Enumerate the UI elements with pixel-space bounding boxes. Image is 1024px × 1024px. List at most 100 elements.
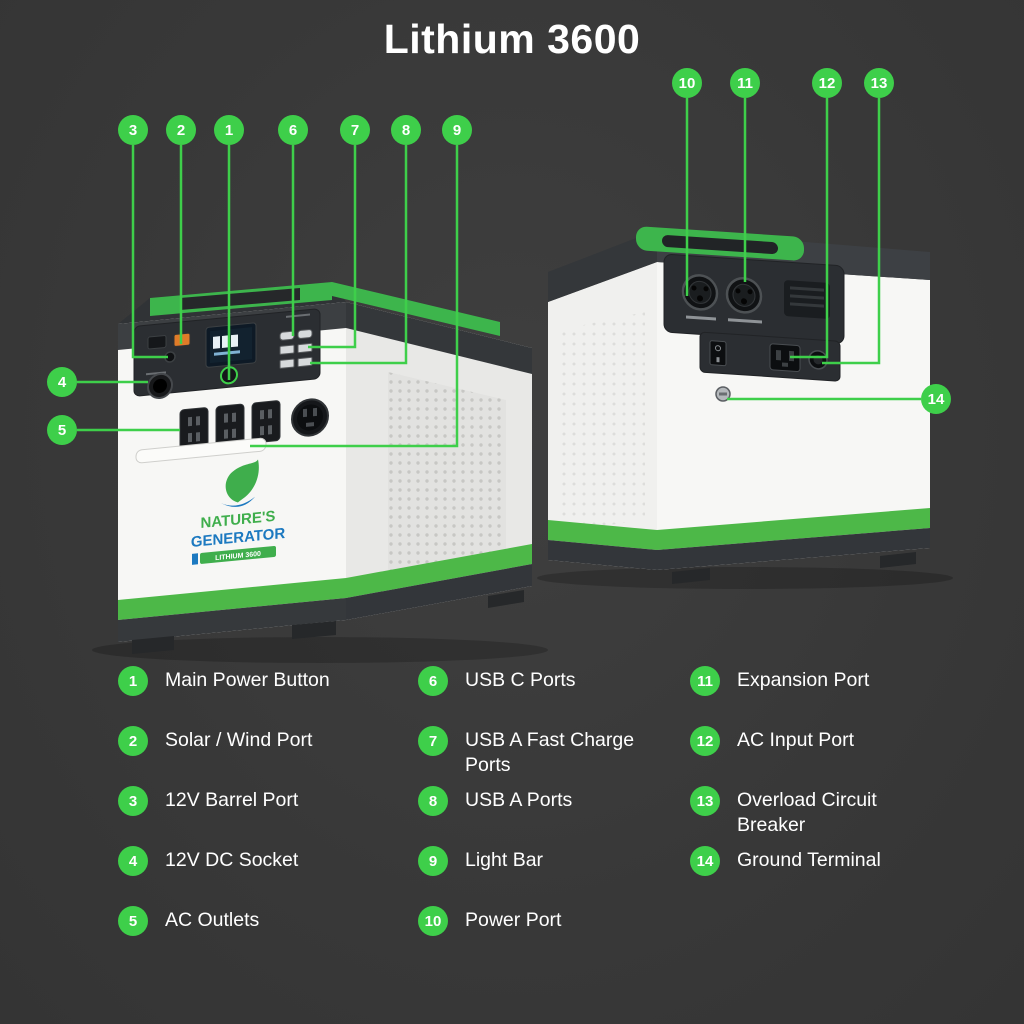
back-unit-base-green-rear [657,508,930,550]
ac-input-panel [699,331,841,382]
usb-ports [279,313,313,369]
usb-a-port [297,356,313,368]
model-badge-text: LITHIUM 3600 [215,551,261,562]
back-unit-lid-side [548,230,657,302]
legend-item: 2 Solar / Wind Port [118,726,418,786]
leaf-icon [225,459,259,503]
legend-item: 12 AC Input Port [690,726,990,786]
front-unit-shadow [92,637,548,663]
leader-line-3 [131,145,168,359]
legend-number-badge: 10 [418,906,448,936]
legend-item: 3 12V Barrel Port [118,786,418,846]
front-unit-foot [292,621,336,639]
legend-label: USB A Fast Charge Ports [465,729,635,776]
legend-number-badge: 11 [690,666,720,696]
legend: 1 Main Power Button 2 Solar / Wind Port … [118,666,990,966]
back-unit-handle [636,226,804,261]
legend-label: Solar / Wind Port [165,729,313,751]
legend-number-badge: 1 [118,666,148,696]
legend-item: 1 Main Power Button [118,666,418,726]
legend-item: 4 12V DC Socket [118,846,418,906]
callout-14: 14 [921,384,951,414]
ac-outlet-round [291,398,329,437]
callout-7: 7 [340,115,370,145]
page-title: Lithium 3600 [383,16,641,62]
leader-line-8 [310,145,408,365]
front-unit: NATURE'S GENERATOR LITHIUM 3600 [118,282,532,654]
expansion-port [725,277,763,314]
legend-number-badge: 6 [418,666,448,696]
legend-column-1: 1 Main Power Button 2 Solar / Wind Port … [118,666,418,966]
callout-12: 12 [812,68,842,98]
callout-10: 10 [672,68,702,98]
back-unit-handle-grip [662,235,778,255]
legend-label: Main Power Button [165,669,330,691]
usb-c-port [297,329,313,339]
legend-number-badge: 13 [690,786,720,816]
front-unit-base-dark [118,598,346,642]
callout-11: 11 [730,68,760,98]
legend-number-badge: 4 [118,846,148,876]
legend-label: 12V DC Socket [165,849,299,871]
legend-number-badge: 9 [418,846,448,876]
ground-terminal [715,386,731,402]
legend-label: USB C Ports [465,669,576,691]
front-unit-base-dark-side [346,564,532,620]
back-unit-base-dark-rear [657,528,930,570]
legend-item: 13 Overload Circuit Breaker [690,786,990,846]
callout-4: 4 [47,367,77,397]
ac-outlet [251,400,281,444]
leader-line-9 [250,145,459,448]
front-unit-handle-grip [180,288,300,310]
power-port [681,274,719,311]
legend-number-badge: 2 [118,726,148,756]
legend-number-badge: 5 [118,906,148,936]
legend-number-badge: 8 [418,786,448,816]
legend-label: AC Outlets [165,909,260,931]
legend-label: Light Bar [465,849,544,871]
front-unit-base-green [118,578,346,620]
back-unit-vent-grille [560,312,645,532]
legend-item: 8 USB A Ports [418,786,690,846]
aux-port [147,335,167,350]
front-unit-foot [132,636,174,654]
legend-label: 12V Barrel Port [165,789,299,811]
back-unit-foot [672,568,710,584]
legend-item: 11 Expansion Port [690,666,990,726]
legend-label: Overload Circuit Breaker [737,789,877,836]
legend-item: 5 AC Outlets [118,906,418,966]
12v-dc-socket [147,372,173,400]
leaf-swoosh-icon [221,496,255,507]
callout-3: 3 [118,115,148,145]
legend-label: Power Port [465,909,562,931]
back-unit-foot [880,552,916,568]
light-bar [135,437,267,464]
back-unit-base-dark-side [548,540,657,570]
front-unit-front-face: NATURE'S GENERATOR LITHIUM 3600 [118,302,346,642]
front-unit-vent-grille [388,372,506,574]
legend-label: USB A Ports [465,789,573,811]
legend-number-badge: 14 [690,846,720,876]
legend-column-2: 6 USB C Ports 7 USB A Fast Charge Ports … [418,666,690,966]
callout-8: 8 [391,115,421,145]
ac-outlets [179,398,329,451]
legend-number-badge: 12 [690,726,720,756]
callout-5: 5 [47,415,77,445]
legend-item: 10 Power Port [418,906,690,966]
usb-a-fast-charge-port [279,344,295,355]
overload-circuit-breaker [808,350,828,370]
legend-item: 14 Ground Terminal [690,846,990,906]
leader-line-13 [822,98,881,365]
legend-number-badge: 3 [118,786,148,816]
leader-lines [77,98,921,448]
display-screen [205,322,257,368]
ac-outlet [179,407,209,451]
badge-accent [192,553,198,565]
legend-item: 9 Light Bar [418,846,690,906]
callout-13: 13 [864,68,894,98]
front-unit-base-green-side [346,544,532,598]
front-unit-foot [488,590,524,608]
back-unit [548,226,930,584]
